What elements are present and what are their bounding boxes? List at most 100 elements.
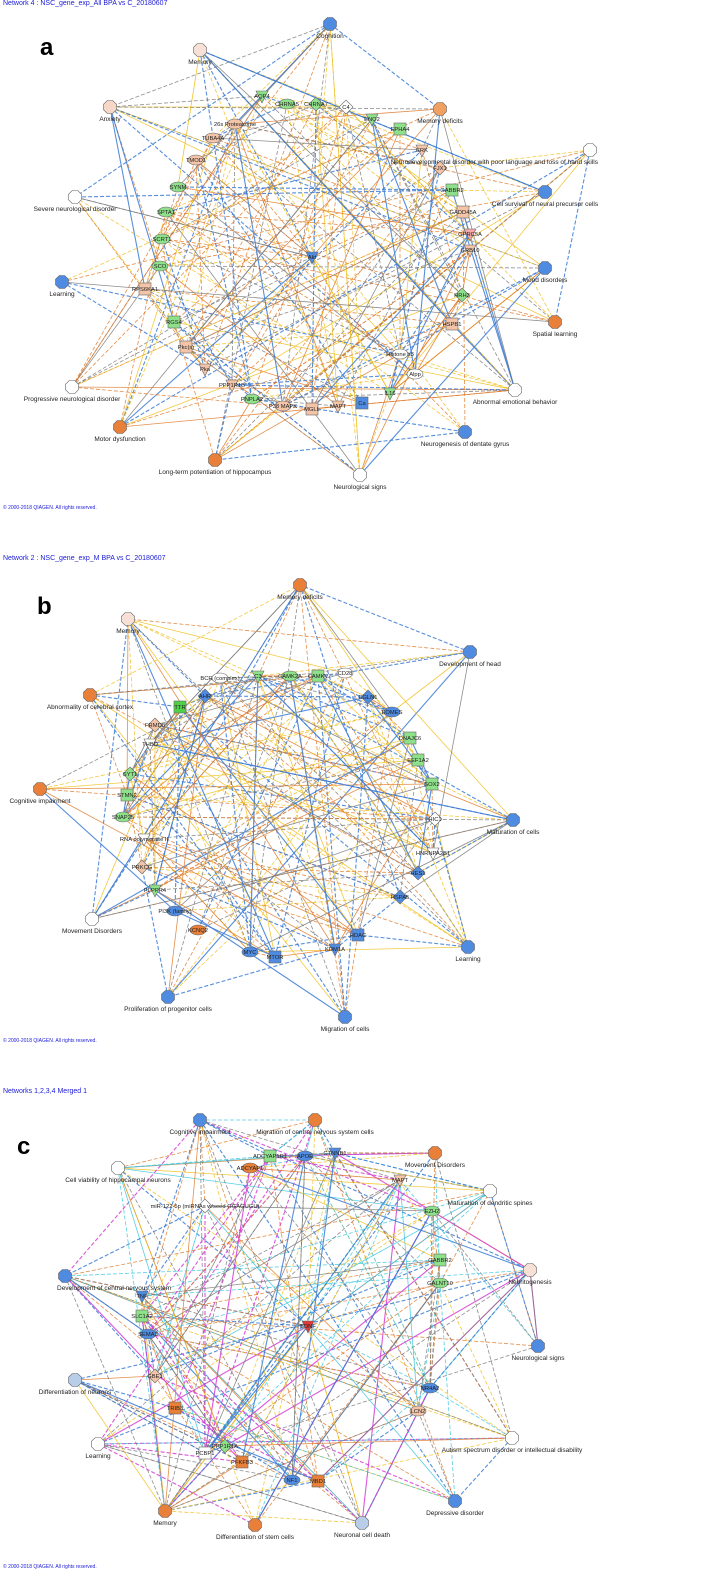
function-node-shape: [103, 100, 117, 114]
network-edge: [174, 706, 181, 912]
network-node: RGS4: [166, 315, 183, 329]
network-edge: [224, 1269, 531, 1447]
network-edge: [289, 675, 434, 854]
network-node: HNRNPA2B1: [416, 847, 450, 861]
network-edge: [257, 675, 434, 854]
network-edge: [451, 189, 546, 193]
network-edge: [269, 1119, 316, 1157]
edge-layer: [61, 23, 591, 476]
network-edge: [204, 1205, 363, 1524]
network-edge: [141, 1155, 271, 1317]
network-node: Maturation of dendritic spines: [448, 1184, 533, 1207]
network-edge: [129, 743, 151, 775]
molecule-node-shape: [147, 717, 163, 733]
network-edge: [204, 149, 423, 370]
molecule-node-shape: [225, 379, 239, 393]
node-label: ENO2: [364, 117, 380, 123]
network-edge: [234, 123, 391, 394]
molecule-node-shape: [463, 244, 477, 258]
function-node-shape: [538, 261, 552, 275]
network-edge: [164, 1410, 419, 1512]
network-edge: [269, 1155, 401, 1181]
network-edge: [185, 128, 401, 348]
network-edge: [165, 211, 361, 476]
network-edge: [234, 123, 441, 169]
network-node: Cognitive impairment: [169, 1113, 231, 1136]
network-edge: [204, 1345, 539, 1454]
network-panel-c: Networks 1,2,3,4 Merged 1 c Cognitive im…: [0, 1088, 704, 1574]
node-label: Proliferation of progenitor cells: [124, 1006, 213, 1013]
network-edge: [173, 321, 516, 391]
network-edge: [417, 1410, 456, 1502]
copyright-notice: © 2000-2018 QIAGEN. All rights reserved.: [3, 1038, 97, 1044]
network-edge: [74, 1269, 531, 1381]
node-label: SEMA3: [138, 1332, 158, 1338]
network-edge: [199, 1119, 433, 1212]
network-edge: [291, 1282, 441, 1481]
network-node: Proliferation of progenitor cells: [124, 990, 213, 1013]
network-node: FJX1: [432, 160, 448, 176]
network-edge: [174, 1407, 319, 1482]
network-edge: [141, 1315, 513, 1439]
molecule-node-shape: [198, 1446, 212, 1460]
node-label: CAMK2A: [278, 674, 302, 680]
network-node: Pka: [198, 363, 212, 377]
molecule-node-shape: [305, 251, 319, 265]
network-edge: [173, 321, 361, 476]
network-edge: [529, 1269, 539, 1347]
network-edge: [154, 1155, 306, 1377]
node-label: TRIB3: [167, 1406, 183, 1412]
network-edge: [91, 618, 129, 920]
molecule-node-shape: [365, 113, 379, 127]
node-label: PLPPR4: [144, 888, 167, 894]
network-edge: [154, 724, 346, 1018]
network-node: C4: [338, 99, 354, 115]
network-edge: [164, 1410, 419, 1512]
network-edge: [431, 783, 434, 854]
network-edge: [454, 1437, 513, 1502]
molecule-node-shape: [336, 667, 354, 679]
network-edge: [185, 346, 363, 404]
network-edge: [143, 818, 436, 840]
node-label: Neurological signs: [511, 1355, 565, 1362]
function-node-shape: [85, 912, 99, 926]
molecule-node-shape: [189, 924, 207, 936]
network-node: PRKCG: [132, 859, 153, 875]
network-edge: [199, 1119, 319, 1482]
network-node: MTOR: [267, 950, 283, 964]
node-label: GRB10: [460, 248, 479, 254]
molecule-node-shape: [235, 1455, 249, 1469]
network-edge: [154, 1259, 441, 1377]
network-node: EZH2: [423, 1205, 441, 1217]
network-node: HSPB1: [442, 317, 462, 331]
network-edge: [241, 1155, 306, 1463]
network-edge: [174, 1155, 271, 1409]
network-node: P38 MAPK: [269, 400, 297, 412]
node-label: SCO: [154, 264, 167, 270]
molecule-node-shape: [157, 206, 175, 218]
network-edge: [224, 1179, 401, 1447]
network-node: 26s Proteasome: [214, 118, 256, 130]
molecule-node-shape: [431, 1277, 449, 1289]
network-node: KCNQ2: [188, 924, 208, 936]
network-edge: [249, 1167, 431, 1389]
network-node: BDNF: [300, 1320, 316, 1334]
network-edge: [315, 103, 546, 193]
network-edge: [359, 353, 401, 476]
molecule-node-shape: [454, 287, 470, 303]
node-label: C4: [342, 105, 350, 111]
node-label: PCBP1: [195, 1451, 214, 1457]
node-label: Motor dysfunction: [94, 436, 146, 443]
network-edge: [212, 23, 331, 139]
network-node: Neuronal cell death: [334, 1516, 390, 1539]
network-edge: [129, 724, 156, 775]
network-edge: [204, 695, 514, 821]
node-label: TTR: [174, 705, 185, 711]
network-edge: [174, 711, 393, 912]
network-edge: [307, 1152, 336, 1327]
network-edge: [212, 106, 347, 139]
network-edge: [429, 1152, 436, 1389]
node-label: Depressive disorder: [426, 1510, 485, 1517]
molecule-node-shape: [114, 811, 132, 823]
network-edge: [371, 118, 416, 375]
